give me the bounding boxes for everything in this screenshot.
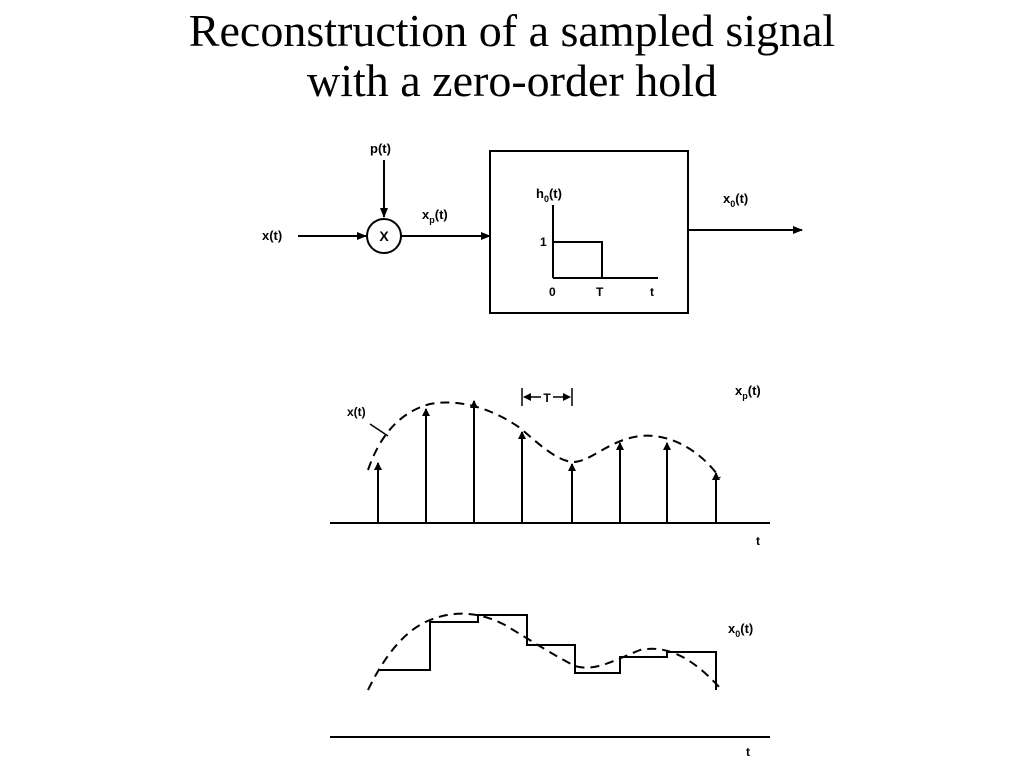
curve-label-leader — [369, 423, 389, 437]
slide-title: Reconstruction of a sampled signal with … — [0, 6, 1024, 106]
sampled-axis-label: t — [756, 534, 760, 548]
block-diagram: x(t) p(t) X xp(t) h0(t) 1 0 T t x0(t) — [262, 141, 803, 314]
zero-order-hold-block — [489, 150, 689, 314]
period-label: T — [543, 391, 551, 405]
filter-T-label: T — [596, 285, 604, 299]
output-label: x0(t) — [723, 191, 748, 209]
sampled-signal-plot: t x(t) T xp(t) — [330, 383, 770, 548]
curve-label: x(t) — [347, 405, 366, 419]
title-line-1: Reconstruction of a sampled signal — [188, 5, 836, 56]
staircase-output — [378, 614, 717, 690]
hold-axis-label: t — [746, 745, 750, 759]
filter-height-label: 1 — [540, 235, 547, 249]
filter-t-label: t — [650, 285, 654, 299]
input-label: x(t) — [262, 228, 282, 243]
multiplier-symbol: X — [379, 228, 389, 244]
continuous-signal-curve-2 — [367, 612, 721, 691]
impulse-train-label: p(t) — [370, 141, 391, 156]
filter-label: h0(t) — [536, 186, 562, 204]
sampled-signal-label: xp(t) — [735, 383, 761, 401]
hold-output-plot: t x0(t) — [330, 612, 770, 759]
continuous-signal-curve — [367, 401, 721, 479]
impulse-train — [374, 400, 720, 523]
sampled-label: xp(t) — [422, 207, 448, 225]
hold-signal-label: x0(t) — [728, 621, 753, 639]
period-marker: T — [521, 388, 573, 406]
filter-impulse-response — [553, 241, 603, 278]
filter-zero-label: 0 — [549, 285, 556, 299]
title-line-2: with a zero-order hold — [306, 55, 717, 106]
